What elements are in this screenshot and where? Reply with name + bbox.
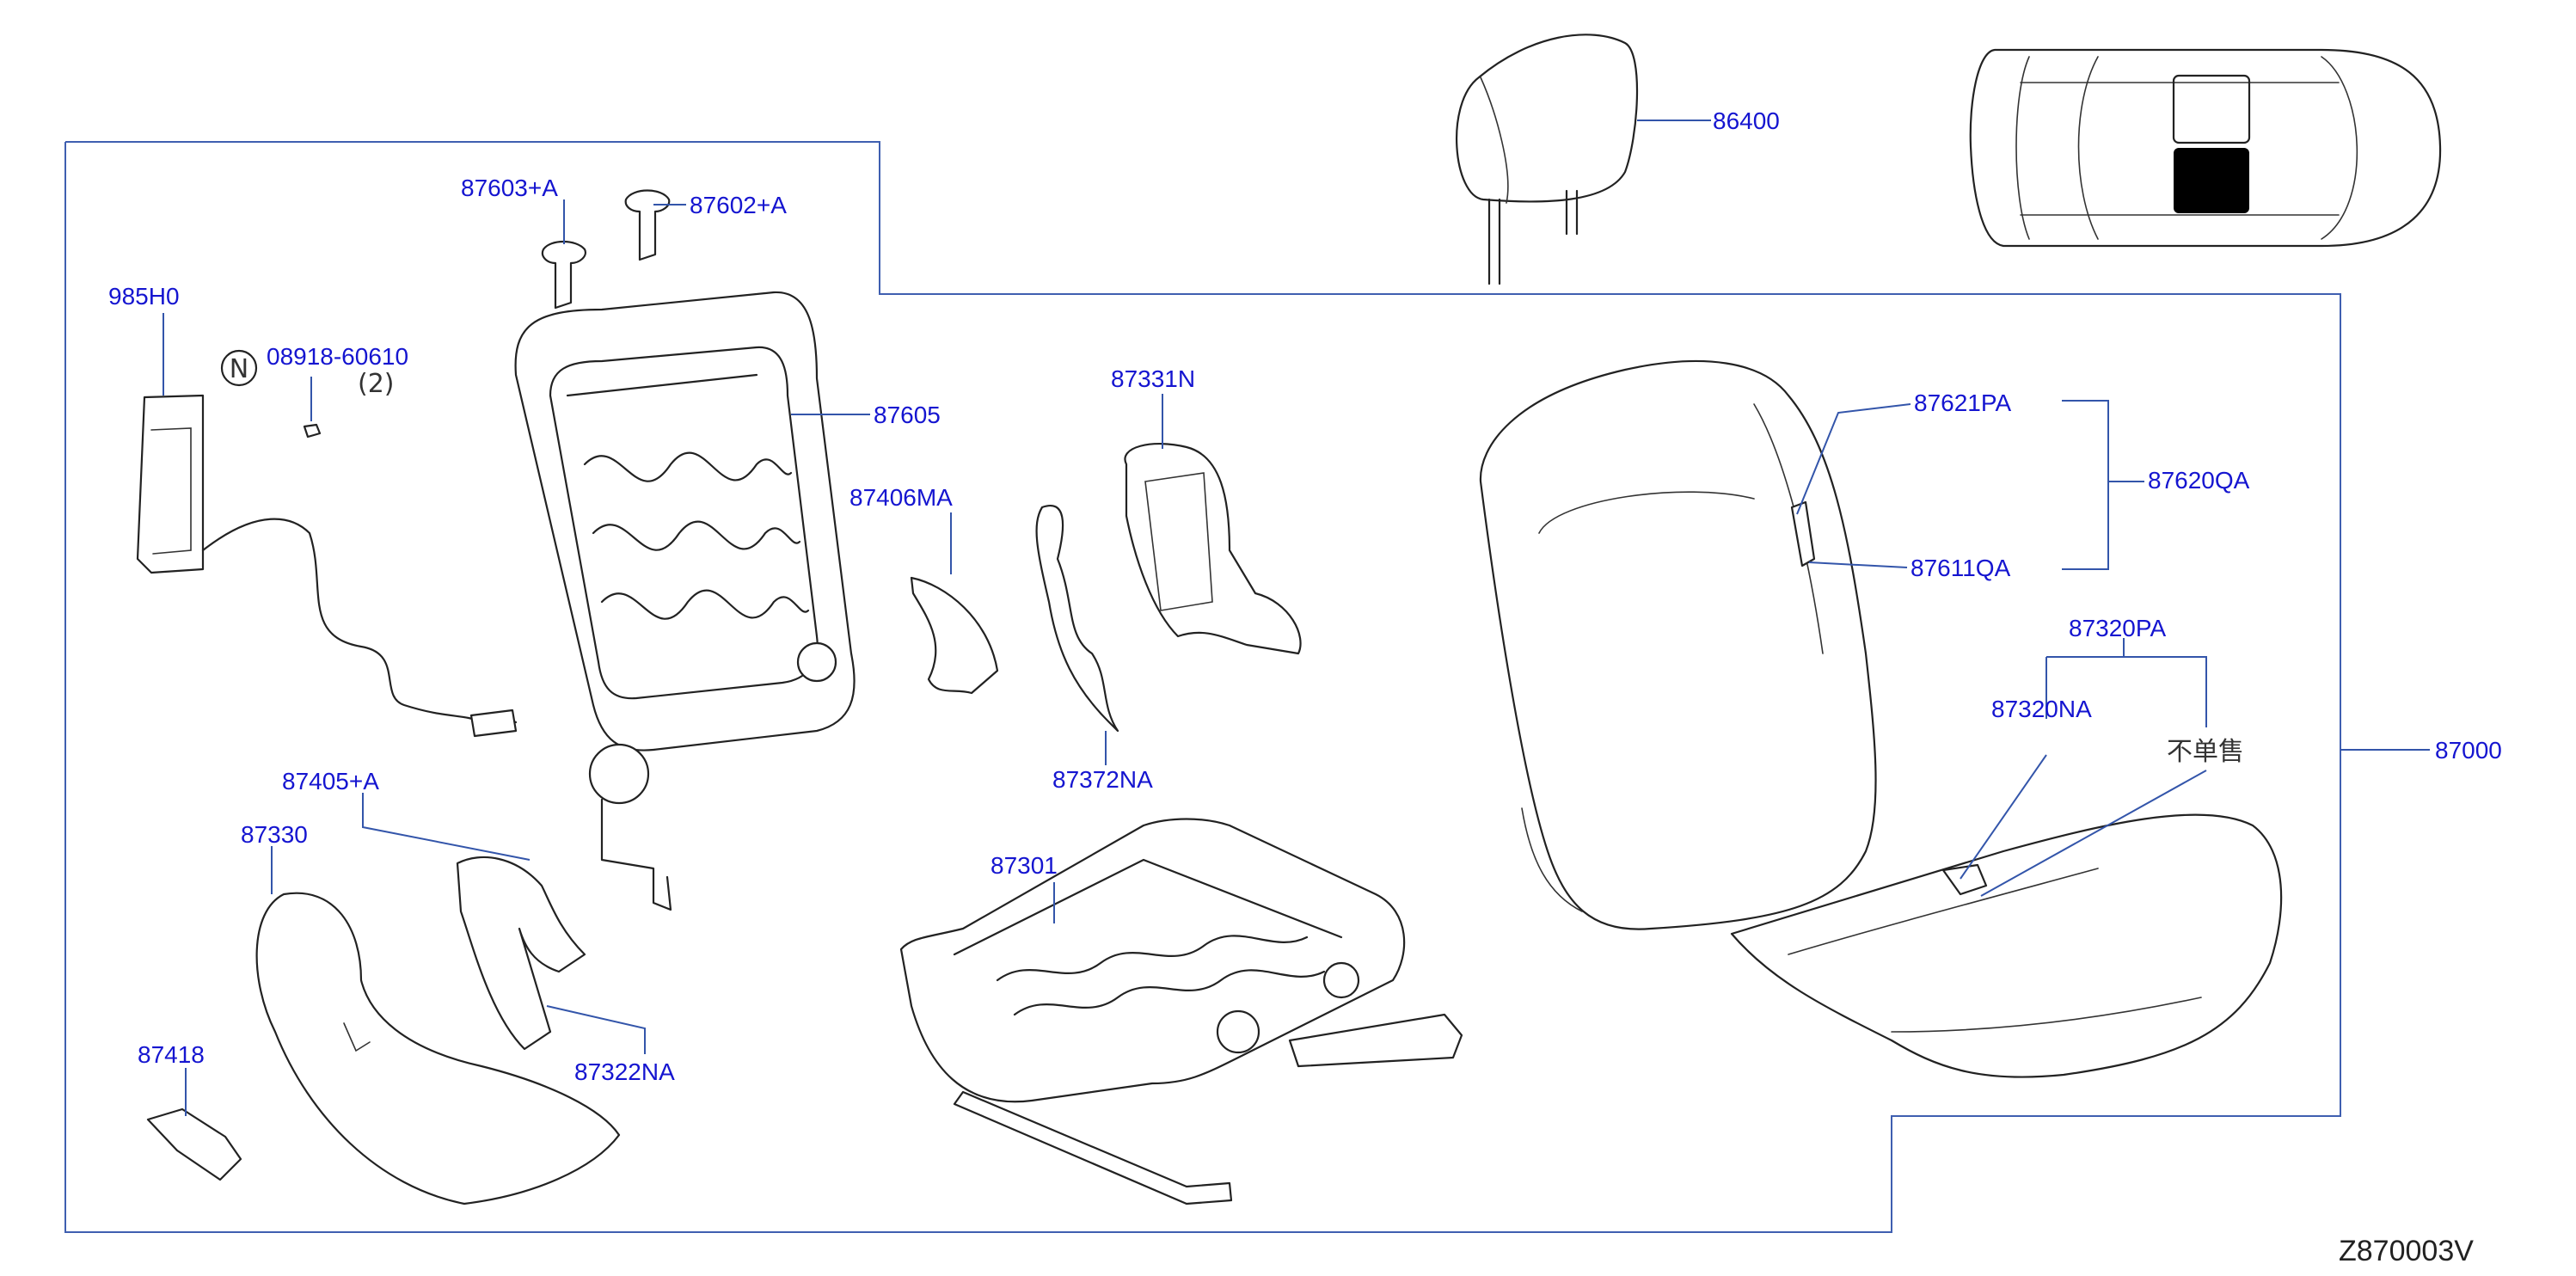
part-label-87301[interactable]: 87301	[991, 852, 1058, 879]
part-label-87611qa[interactable]: 87611QA	[1911, 555, 2011, 581]
part-label-87620qa[interactable]: 87620QA	[2148, 467, 2250, 494]
part-label-985h0[interactable]: 985H0	[108, 283, 180, 310]
part-label-87621pa[interactable]: 87621PA	[1914, 390, 2011, 416]
cushion-assembly-illustration	[1730, 813, 2283, 1078]
seatback-assembly-illustration	[1479, 359, 1877, 930]
bracket-87406ma-illustration	[910, 576, 999, 695]
part-label-87331n[interactable]: 87331N	[1111, 365, 1195, 392]
leader-lines	[163, 120, 2430, 1116]
nut-marker-text: N	[230, 354, 248, 384]
part-label-87605[interactable]: 87605	[874, 402, 941, 428]
part-label-87320na[interactable]: 87320NA	[1991, 696, 2092, 722]
nut-illustration	[220, 349, 322, 439]
headrest-guide-illustration	[541, 189, 671, 310]
part-label-87418[interactable]: 87418	[138, 1041, 205, 1068]
part-label-87405a[interactable]: 87405+A	[282, 768, 379, 794]
part-label-87602a[interactable]: 87602+A	[690, 192, 787, 218]
vehicle-location-illustration	[1969, 48, 2442, 248]
assembly-frame	[64, 141, 2341, 1233]
part-label-87372na[interactable]: 87372NA	[1052, 766, 1153, 793]
clip-87418-illustration	[146, 1107, 242, 1181]
part-label-87320pa[interactable]: 87320PA	[2069, 615, 2166, 641]
quantity-note: (2)	[358, 369, 395, 399]
part-label-08918-60610[interactable]: 08918-60610	[267, 343, 408, 370]
trim-87330-illustration	[255, 892, 621, 1205]
part-label-87322na[interactable]: 87322NA	[574, 1058, 675, 1085]
part-labels: 86400 87603+A 87602+A 985H0 N 08918-6061…	[108, 107, 2502, 1267]
side-airbag-illustration	[136, 394, 518, 738]
part-label-86400[interactable]: 86400	[1713, 107, 1780, 134]
panel-87372na-illustration	[1035, 505, 1119, 733]
part-label-87603a[interactable]: 87603+A	[461, 175, 558, 201]
headrest-illustration	[1456, 34, 1639, 285]
back-board-87331n-illustration	[1124, 442, 1302, 655]
part-label-87406ma[interactable]: 87406MA	[849, 484, 953, 511]
not-sold-separately-note: 不单售	[2167, 737, 2244, 767]
shield-87405a-illustration	[456, 856, 586, 1051]
drawing-id: Z870003V	[2339, 1235, 2474, 1267]
part-label-87000[interactable]: 87000	[2435, 737, 2502, 764]
cushion-frame-illustration	[899, 818, 1463, 1205]
seatback-frame-illustration	[514, 291, 856, 911]
part-label-87330[interactable]: 87330	[241, 821, 308, 848]
seat-location-marker	[2174, 148, 2249, 213]
nut-marker-circle	[220, 349, 258, 387]
